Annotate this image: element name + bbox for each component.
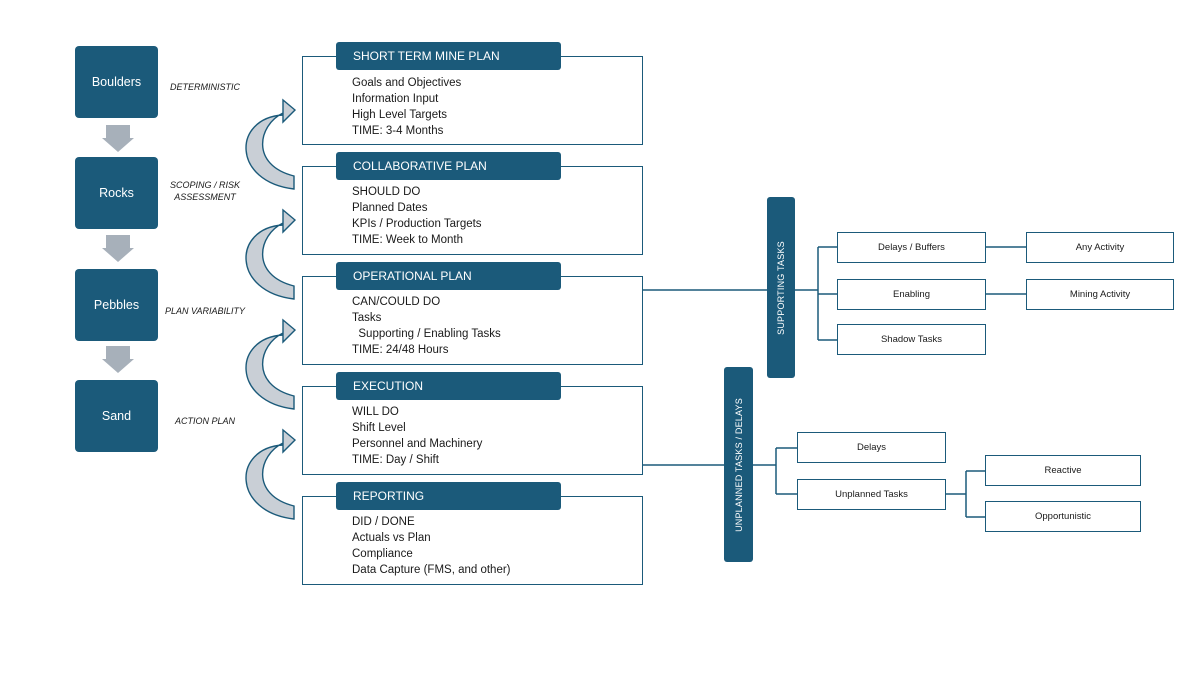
tier-boulders: Boulders [75, 46, 158, 118]
tier-descriptor-rocks: SCOPING / RISK ASSESSMENT [169, 180, 240, 202]
tier-descriptor-boulders: DETERMINISTIC [169, 82, 240, 92]
node-enabling: Enabling [837, 279, 986, 310]
plan-header-collaborative: COLLABORATIVE PLAN [336, 152, 561, 180]
tier-rocks: Rocks [75, 157, 158, 229]
down-arrow-icon [102, 125, 134, 373]
plan-line: TIME: 3-4 Months [352, 125, 444, 137]
plan-box-execution [302, 386, 643, 475]
plan-line: High Level Targets [352, 109, 448, 121]
node-delays-buffers: Delays / Buffers [837, 232, 986, 263]
tier-descriptor-pebbles: PLAN VARIABILITY [164, 306, 246, 316]
plan-line: Tasks [352, 312, 382, 324]
tier-sand: Sand [75, 380, 158, 452]
plan-lines-execution: WILL DO Shift Level Personnel and Machin… [352, 404, 482, 468]
node-reactive: Reactive [985, 455, 1141, 486]
plan-lines-short-term: Goals and Objectives Information Input H… [352, 75, 461, 139]
tier-pebbles: Pebbles [75, 269, 158, 341]
unplanned-tasks-label: UNPLANNED TASKS / DELAYS [733, 397, 744, 532]
plan-line: Actuals vs Plan [352, 532, 431, 544]
supporting-tasks-label: SUPPORTING TASKS [776, 240, 786, 335]
plan-lines-operational: CAN/COULD DO Tasks Supporting / Enabling… [352, 294, 501, 358]
plan-line: KPIs / Production Targets [352, 218, 482, 230]
plan-line: Goals and Objectives [352, 77, 462, 89]
plan-header-execution: EXECUTION [336, 372, 561, 400]
node-any-activity: Any Activity [1026, 232, 1174, 263]
plan-line: Personnel and Machinery [352, 438, 483, 450]
plan-line: Data Capture (FMS, and other) [352, 564, 511, 576]
plan-line: Compliance [352, 548, 413, 560]
plan-line: SHOULD DO [352, 186, 421, 198]
plan-line: Shift Level [352, 422, 406, 434]
supporting-tasks-bar: SUPPORTING TASKS [767, 197, 795, 378]
plan-line: Planned Dates [352, 202, 428, 214]
plan-line: CAN/COULD DO [352, 296, 441, 308]
plan-line: TIME: 24/48 Hours [352, 344, 449, 356]
plan-header-short-term: SHORT TERM MINE PLAN [336, 42, 561, 70]
plan-box-collaborative [302, 166, 643, 255]
plan-lines-reporting: DID / DONE Actuals vs Plan Compliance Da… [352, 514, 511, 578]
plan-line: Information Input [352, 93, 439, 105]
plan-box-operational [302, 276, 643, 365]
node-shadow-tasks: Shadow Tasks [837, 324, 986, 355]
node-delays: Delays [797, 432, 946, 463]
unplanned-tasks-bar: UNPLANNED TASKS / DELAYS [724, 367, 753, 562]
plan-header-operational: OPERATIONAL PLAN [336, 262, 561, 290]
plan-line: Supporting / Enabling Tasks [352, 328, 501, 340]
node-unplanned-tasks: Unplanned Tasks [797, 479, 946, 510]
plan-line: TIME: Day / Shift [352, 454, 439, 466]
plan-line: TIME: Week to Month [352, 234, 463, 246]
curved-arrow-icon [245, 98, 297, 520]
plan-box-reporting [302, 496, 643, 585]
plan-header-reporting: REPORTING [336, 482, 561, 510]
node-opportunistic: Opportunistic [985, 501, 1141, 532]
node-mining-activity: Mining Activity [1026, 279, 1174, 310]
plan-box-short-term [302, 56, 643, 145]
plan-line: WILL DO [352, 406, 399, 418]
tier-descriptor-sand: ACTION PLAN [174, 416, 235, 426]
plan-lines-collaborative: SHOULD DO Planned Dates KPIs / Productio… [352, 184, 482, 248]
plan-line: DID / DONE [352, 516, 415, 528]
